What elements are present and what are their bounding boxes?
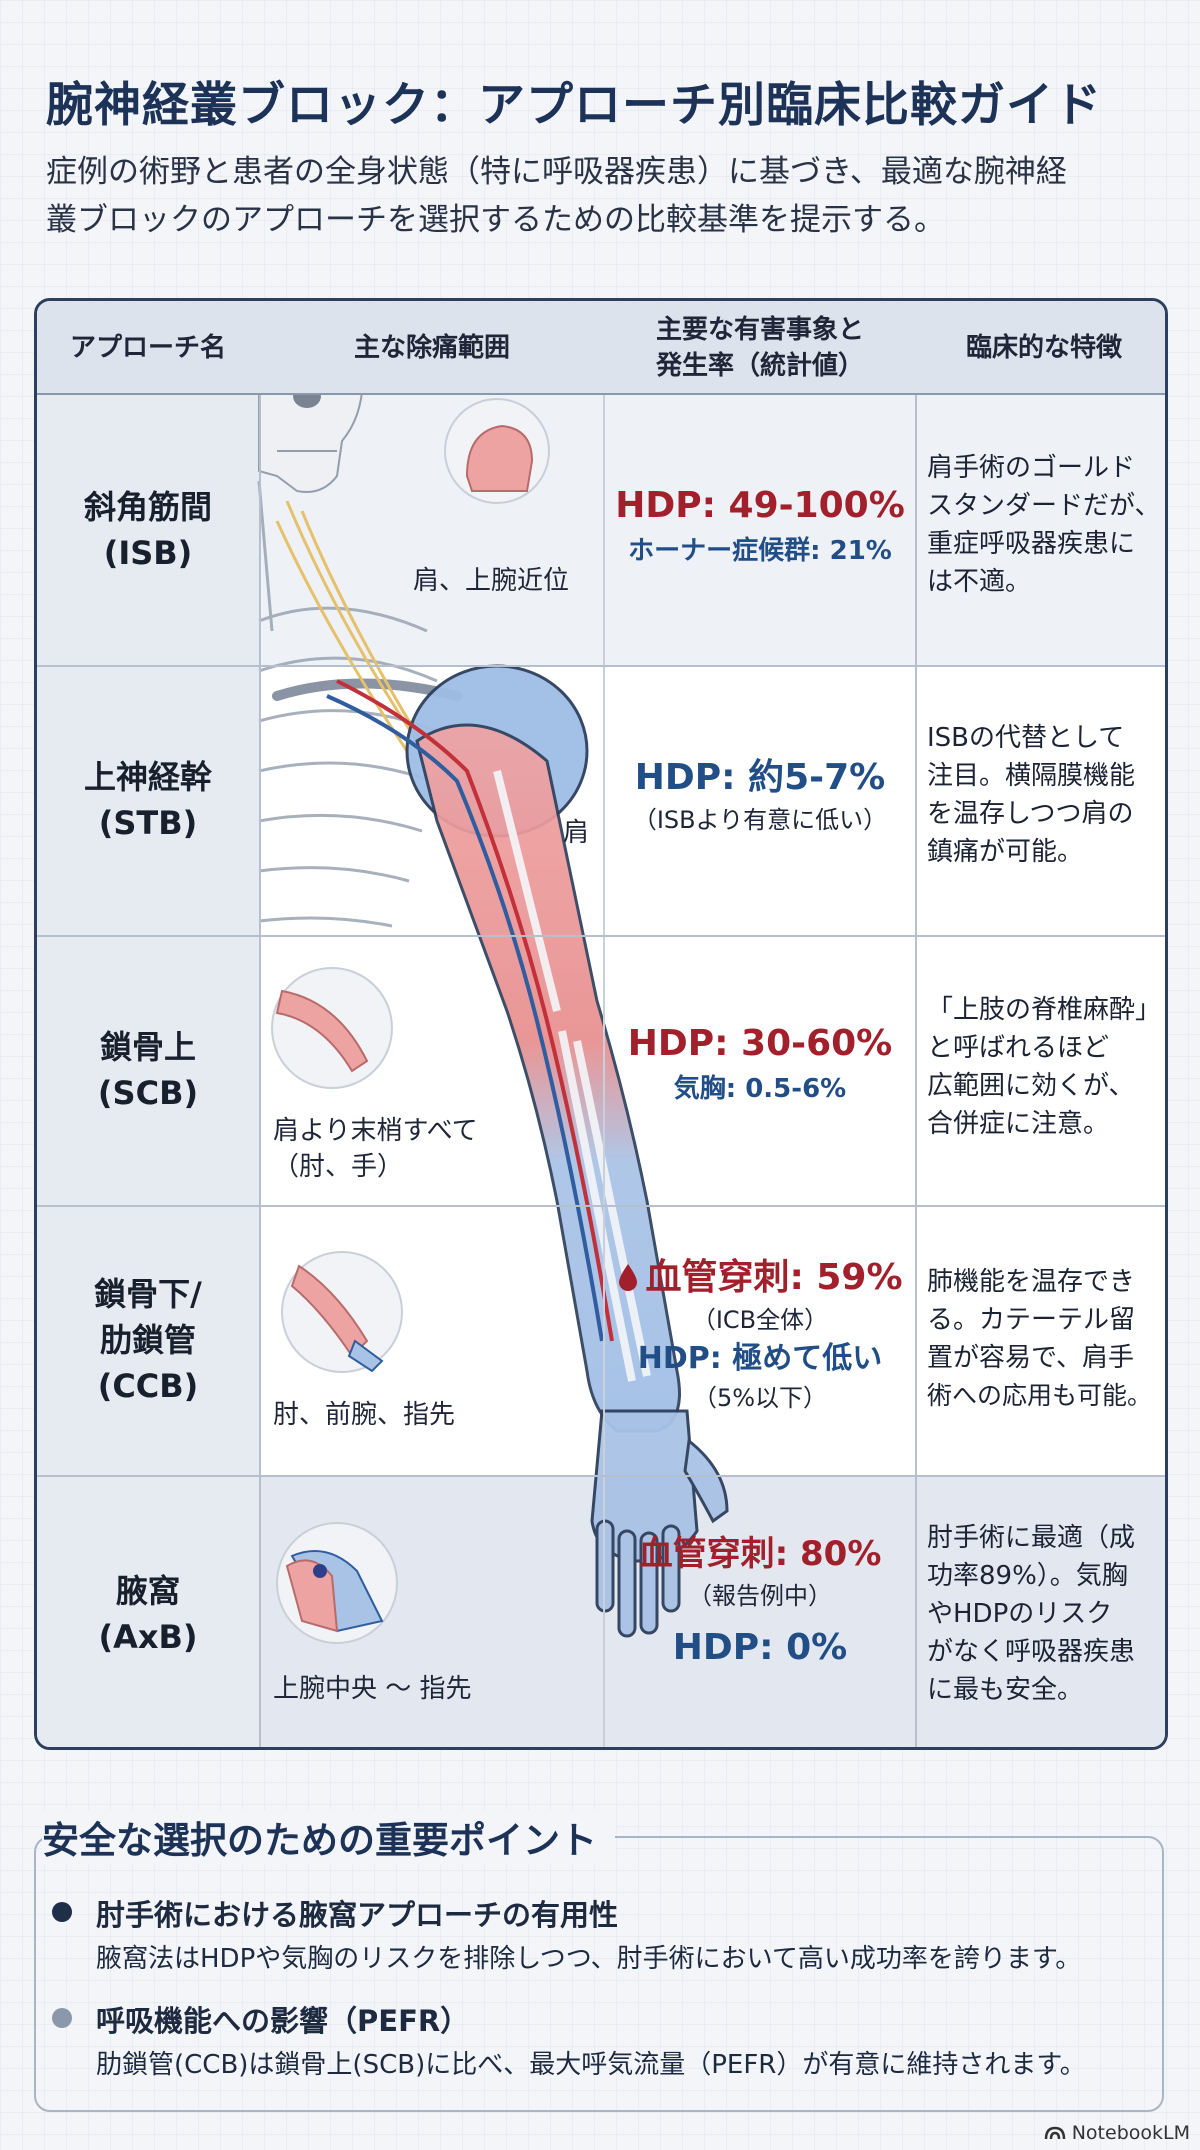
header-features: 臨床的な特徴	[965, 333, 1122, 363]
header-ae-line: 発生率（統計値）	[655, 351, 864, 381]
row-divider	[37, 665, 1165, 667]
feature-stb: ISBの代替として 注目。横隔膜機能 を温存しつつ肩の 鎮痛が可能。	[927, 719, 1165, 871]
feature-line: と呼ばれるほど	[927, 1033, 1110, 1063]
header-approach: アプローチ名	[69, 333, 226, 363]
feature-line: は不適。	[927, 567, 1032, 597]
feature-line: 置が容易で、肩手	[927, 1343, 1134, 1373]
ae-primary: HDP: 30-60%	[627, 1023, 893, 1064]
header-ae-line: 主要な有害事象と	[655, 315, 864, 345]
table-header: アプローチ名 主な除痛範囲 主要な有害事象と 発生率（統計値） 臨床的な特徴	[37, 301, 1165, 395]
approach-name-axb: 腋窩 (AxB)	[37, 1475, 259, 1747]
column-divider	[603, 301, 605, 1747]
range-line: 肩より末梢すべて	[273, 1116, 478, 1146]
feature-line: 肺機能を温存でき	[927, 1267, 1136, 1297]
feature-line: 鎮痛が可能。	[927, 837, 1084, 867]
ae-secondary: 気胸: 0.5-6%	[673, 1074, 847, 1104]
feature-line: 肩手術のゴールド	[927, 453, 1136, 483]
range-label: 肩	[563, 818, 590, 848]
ae-note: （ICB全体）	[691, 1306, 829, 1334]
adverse-events-ccb: 血管穿刺: 59% （ICB全体） HDP: 極めて低い （5%以下）	[605, 1253, 915, 1415]
point-title: 呼吸機能への影響（PEFR）	[96, 2004, 470, 2038]
adverse-events-scb: HDP: 30-60% 気胸: 0.5-6%	[605, 1019, 915, 1109]
approach-name-line: 腋窩	[115, 1572, 180, 1610]
row-divider	[37, 1205, 1165, 1207]
approach-name-scb: 鎖骨上 (SCB)	[37, 935, 259, 1205]
approach-name-ccb: 鎖骨下/ 肋鎖管 (CCB)	[37, 1205, 259, 1475]
ae-primary: 血管穿刺: 59%	[605, 1253, 915, 1303]
feature-line: がなく呼吸器疾患	[927, 1637, 1136, 1667]
ae-note-2: （5%以下）	[692, 1384, 828, 1412]
feature-line: 「上肢の脊椎麻酔」	[927, 995, 1162, 1025]
blood-drop-icon	[619, 1264, 638, 1291]
feature-line: を温存しつつ肩の	[927, 799, 1134, 829]
feature-isb: 肩手術のゴールド スタンダードだが、 重症呼吸器疾患に は不適。	[927, 449, 1165, 601]
bullet-icon	[52, 1902, 72, 1922]
ae-primary: HDP: 約5-7%	[634, 757, 886, 798]
approach-abbrev: (AxB)	[98, 1618, 198, 1656]
approach-abbrev: (SCB)	[97, 1074, 199, 1112]
point-description: 腋窩法はHDPや気胸のリスクを排除しつつ、肘手術において高い成功率を誇ります。	[96, 1944, 1082, 1974]
feature-line: ISBの代替として	[927, 723, 1125, 753]
subtitle-line: 症例の術野と患者の全身状態（特に呼吸器疾患）に基づき、最適な腕神経	[46, 154, 1067, 190]
feature-line: に最も安全。	[927, 1675, 1084, 1705]
feature-line: 広範囲に効くが、	[927, 1071, 1135, 1101]
column-divider	[259, 301, 261, 1747]
range-label: 肩より末梢すべて （肘、手）	[273, 1113, 478, 1185]
feature-line: 重症呼吸器疾患に	[927, 529, 1136, 559]
page-subtitle: 症例の術野と患者の全身状態（特に呼吸器疾患）に基づき、最適な腕神経 叢ブロックの…	[46, 148, 1156, 244]
approach-name-isb: 斜角筋間 (ISB)	[37, 395, 259, 665]
footer-brand: NotebookLM	[1071, 2122, 1190, 2144]
approach-abbrev: (ISB)	[103, 534, 193, 572]
notebooklm-logo-icon	[1044, 2126, 1065, 2140]
header-adverse-events: 主要な有害事象と 発生率（統計値）	[605, 301, 915, 395]
key-points-heading: 安全な選択のための重要ポイント	[42, 1810, 615, 1864]
row-divider	[37, 935, 1165, 937]
notebooklm-watermark: NotebookLM	[1044, 2122, 1190, 2144]
bullet-icon	[52, 2008, 72, 2028]
feature-line: 術への応用も可能。	[927, 1381, 1153, 1410]
ae-note: （報告例中）	[688, 1582, 832, 1610]
comparison-table: アプローチ名 主な除痛範囲 主要な有害事象と 発生率（統計値） 臨床的な特徴 斜…	[34, 298, 1168, 1750]
header-range: 主な除痛範囲	[353, 333, 510, 363]
feature-line: やHDPのリスク	[927, 1599, 1113, 1629]
row-divider	[37, 1475, 1165, 1477]
ae-note: （ISBより有意に低い）	[632, 806, 888, 834]
subtitle-line: 叢ブロックのアプローチを選択するための比較基準を提示する。	[46, 202, 945, 238]
approach-name-line: 上神経幹	[83, 758, 212, 796]
adverse-events-axb: 血管穿刺: 80% （報告例中） HDP: 0%	[605, 1529, 915, 1673]
approach-name-line: 鎖骨下/	[94, 1275, 202, 1313]
feature-scb: 「上肢の脊椎麻酔」 と呼ばれるほど 広範囲に効くが、 合併症に注意。	[927, 991, 1165, 1143]
feature-line: 肘手術に最適（成	[927, 1523, 1136, 1553]
ae-primary: 血管穿刺: 80%	[638, 1534, 882, 1574]
point-description: 肋鎖管(CCB)は鎖骨上(SCB)に比べ、最大呼気流量（PEFR）が有意に維持さ…	[96, 2050, 1086, 2080]
ae-secondary: ホーナー症候群: 21%	[628, 536, 892, 566]
feature-line: 合併症に注意。	[927, 1109, 1110, 1139]
approach-abbrev: (CCB)	[97, 1367, 199, 1405]
approach-abbrev: (STB)	[98, 804, 198, 842]
feature-line: 功率89%）。気胸	[927, 1561, 1128, 1591]
adverse-events-stb: HDP: 約5-7% （ISBより有意に低い）	[605, 753, 915, 837]
name-column-background	[37, 395, 259, 1747]
feature-axb: 肘手術に最適（成 功率89%）。気胸 やHDPのリスク がなく呼吸器疾患 に最も…	[927, 1519, 1165, 1709]
adverse-events-isb: HDP: 49-100% ホーナー症候群: 21%	[605, 481, 915, 571]
approach-name-line: 鎖骨上	[99, 1028, 196, 1066]
ae-primary-2: HDP: 極めて低い	[637, 1341, 883, 1376]
feature-line: る。カテーテル留	[927, 1305, 1136, 1335]
range-line: （肘、手）	[273, 1152, 404, 1182]
feature-line: スタンダードだが、	[927, 491, 1161, 521]
ae-primary-text: 血管穿刺: 59%	[645, 1257, 903, 1298]
feature-line: 注目。横隔膜機能	[927, 761, 1136, 791]
range-label: 肩、上腕近位	[413, 566, 570, 596]
approach-name-line: 斜角筋間	[83, 488, 212, 526]
ae-primary-2: HDP: 0%	[672, 1627, 848, 1668]
point-title: 肘手術における腋窩アプローチの有用性	[96, 1898, 619, 1932]
approach-name-line: 肋鎖管	[99, 1321, 196, 1359]
feature-ccb: 肺機能を温存でき る。カテーテル留 置が容易で、肩手 術への応用も可能。	[927, 1263, 1165, 1415]
ae-primary: HDP: 49-100%	[615, 485, 905, 526]
range-label: 肘、前腕、指先	[273, 1400, 456, 1430]
approach-name-stb: 上神経幹 (STB)	[37, 665, 259, 935]
page-title: 腕神経叢ブロック：アプローチ別臨床比較ガイド	[46, 78, 1102, 133]
range-label: 上腕中央 〜 指先	[273, 1674, 472, 1704]
column-divider	[915, 301, 917, 1747]
